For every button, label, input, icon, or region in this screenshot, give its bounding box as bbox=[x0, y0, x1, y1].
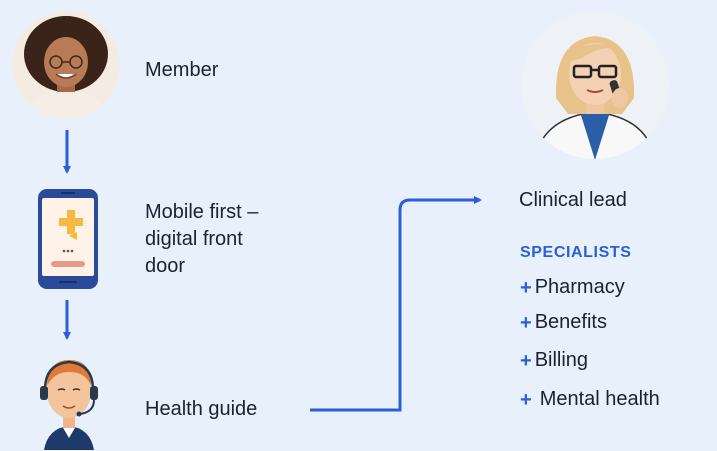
mobile-first-label: Mobile first – digital front door bbox=[145, 199, 258, 280]
plus-icon: + bbox=[520, 311, 532, 334]
specialist-item-pharmacy: + Pharmacy bbox=[520, 276, 625, 299]
member-label: Member bbox=[145, 59, 219, 81]
specialists-heading: SPECIALISTS bbox=[520, 244, 632, 261]
clinical-lead-label: Clinical lead bbox=[519, 189, 627, 211]
mobile-label-line-3: door bbox=[145, 255, 186, 277]
health-guide-label: Health guide bbox=[145, 398, 258, 420]
arrow-guide-to-clinical bbox=[310, 196, 482, 412]
specialist-item-mental-health: + Mental health bbox=[520, 388, 660, 411]
health-guide-avatar bbox=[36, 350, 102, 450]
specialist-label: Pharmacy bbox=[534, 276, 625, 298]
plus-icon: + bbox=[520, 388, 532, 411]
clinical-lead-avatar bbox=[520, 10, 670, 160]
mobile-label-line-1: Mobile first – bbox=[145, 201, 259, 223]
mobile-label-line-2: digital front bbox=[145, 228, 243, 250]
mobile-app-icon bbox=[37, 188, 99, 290]
specialist-item-benefits: + Benefits bbox=[520, 311, 607, 334]
specialist-label: Mental health bbox=[539, 388, 660, 410]
plus-icon: + bbox=[520, 349, 532, 372]
specialist-label: Billing bbox=[534, 349, 589, 371]
specialist-label: Benefits bbox=[534, 311, 607, 333]
plus-icon: + bbox=[520, 276, 532, 299]
member-avatar bbox=[11, 10, 121, 120]
specialist-item-billing: + Billing bbox=[520, 349, 588, 372]
